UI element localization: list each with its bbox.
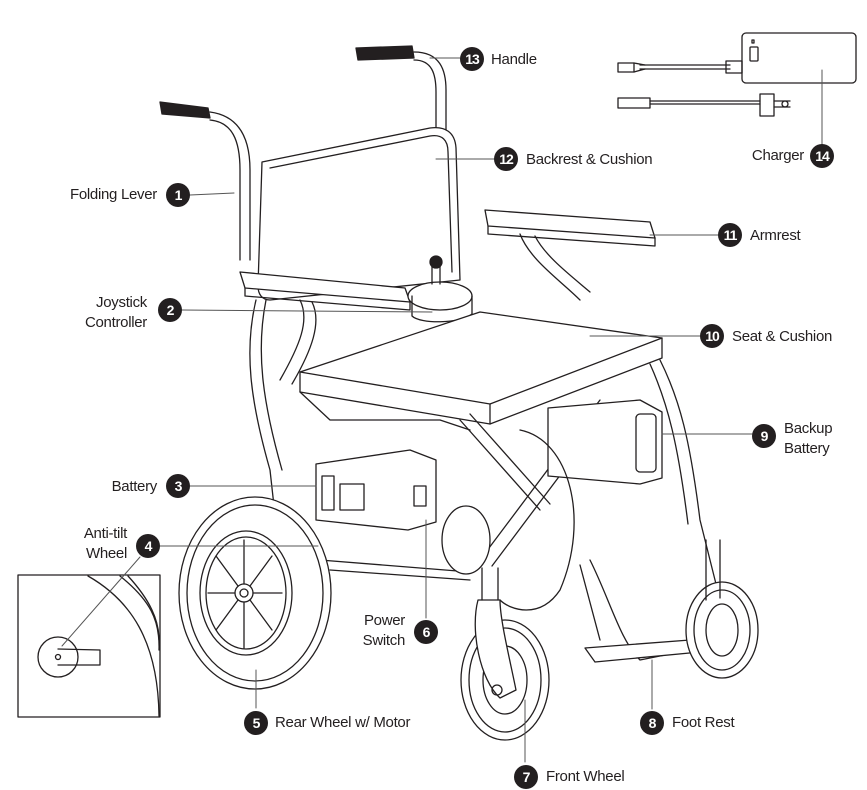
- handles-drawing: [159, 45, 447, 281]
- charger-drawing: [617, 32, 857, 117]
- label-joystick-line2: Controller: [84, 314, 147, 331]
- label-anti-tilt-line1: Anti-tilt: [83, 525, 127, 542]
- label-backrest-cushion: Backrest & Cushion: [526, 151, 653, 168]
- battery-drawing: [315, 449, 437, 531]
- label-power-switch-line1: Power: [363, 612, 405, 629]
- callout-badge-7: 7: [514, 765, 538, 789]
- frame-drawing: [249, 299, 721, 663]
- rear-wheel-drawing: [178, 496, 332, 690]
- callout-badge-9: 9: [752, 424, 776, 448]
- callout-badge-8: 8: [640, 711, 664, 735]
- label-anti-tilt-line2: Wheel: [85, 545, 127, 562]
- label-battery: Battery: [111, 478, 158, 495]
- backup-battery-drawing: [547, 399, 663, 485]
- label-joystick-line1: Joystick: [96, 294, 147, 311]
- label-front-wheel: Front Wheel: [546, 768, 625, 785]
- front-wheel-drawing: [460, 539, 759, 741]
- label-folding-lever: Folding Lever: [70, 186, 157, 203]
- callout-badge-14: 14: [810, 144, 834, 168]
- seat-drawing: [299, 311, 663, 425]
- label-foot-rest: Foot Rest: [672, 714, 735, 731]
- motor-wheel-drawing: [441, 429, 575, 611]
- label-rear-wheel: Rear Wheel w/ Motor: [275, 714, 411, 731]
- backrest-drawing: [257, 126, 461, 301]
- callout-badge-1: 1: [166, 183, 190, 207]
- callout-badge-10: 10: [700, 324, 724, 348]
- callout-badge-13: 13: [460, 47, 484, 71]
- label-armrest: Armrest: [750, 227, 801, 244]
- callout-badge-5: 5: [244, 711, 268, 735]
- callout-badge-4: 4: [136, 534, 160, 558]
- callout-badge-2: 2: [158, 298, 182, 322]
- callout-badge-3: 3: [166, 474, 190, 498]
- leader-lines: [61, 57, 823, 763]
- label-backup-battery-line1: Backup: [784, 420, 833, 437]
- label-handle: Handle: [491, 51, 537, 68]
- label-power-switch-line2: Switch: [362, 632, 406, 649]
- joystick-drawing: [407, 255, 473, 323]
- callout-badge-11: 11: [718, 223, 742, 247]
- anti-tilt-inset: [17, 574, 161, 718]
- callout-badge-6: 6: [414, 620, 438, 644]
- label-backup-battery-line2: Battery: [784, 440, 830, 457]
- armrests-drawing: [239, 209, 656, 385]
- callout-badge-12: 12: [494, 147, 518, 171]
- label-charger: Charger: [751, 147, 804, 164]
- label-seat-cushion: Seat & Cushion: [732, 328, 833, 345]
